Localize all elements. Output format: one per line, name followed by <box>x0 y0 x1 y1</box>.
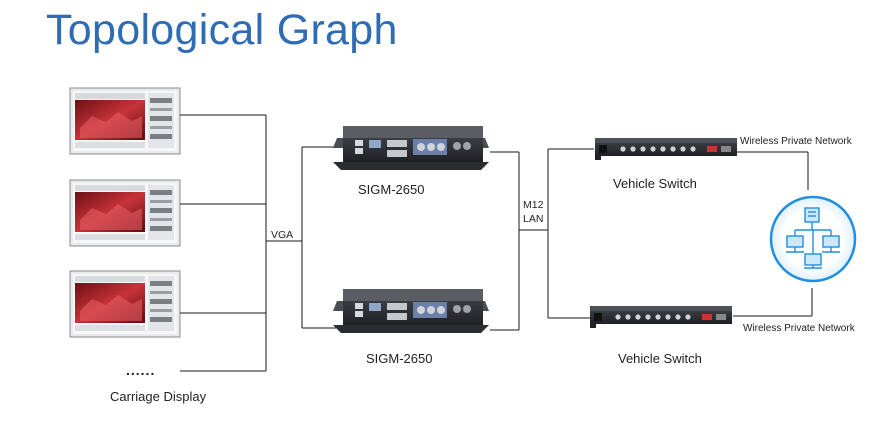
more-displays-ellipsis: ...... <box>126 362 156 378</box>
network-label-bottom: Wireless Private Network <box>743 323 855 334</box>
carriage-display-icon <box>69 270 181 338</box>
connection-lines <box>180 114 813 372</box>
network-label-top: Wireless Private Network <box>740 136 852 147</box>
switch-label-top: Vehicle Switch <box>613 176 697 191</box>
industrial-computer-icon <box>333 289 489 333</box>
computer-label-top: SIGM-2650 <box>358 182 425 197</box>
vehicle-switch-icon <box>595 138 737 160</box>
vga-label: VGA <box>271 229 294 241</box>
m12-label: M12 <box>523 199 544 211</box>
switch-label-bottom: Vehicle Switch <box>618 351 702 366</box>
carriage-display-caption: Carriage Display <box>110 389 207 404</box>
carriage-display-icon <box>69 87 181 155</box>
computer-label-bottom: SIGM-2650 <box>366 351 433 366</box>
vehicle-switch-icon <box>590 306 732 328</box>
wireless-network-icon <box>769 195 857 283</box>
carriage-display-icon <box>69 179 181 247</box>
industrial-computer-icon <box>333 126 489 170</box>
lan-label: LAN <box>523 213 544 225</box>
page-title: Topological Graph <box>46 6 398 54</box>
